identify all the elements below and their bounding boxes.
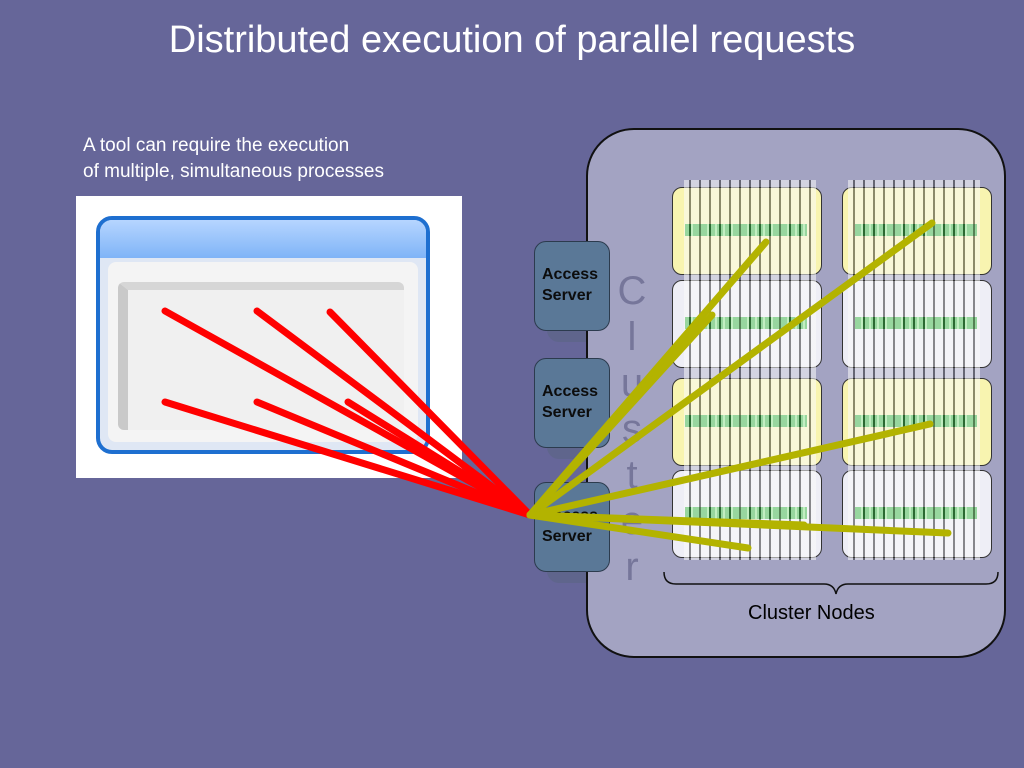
dispatch-line [526,511,752,552]
rack-blades-left [684,180,816,560]
access-server-label: Access [542,383,599,400]
rack-blades-right [848,180,980,560]
cluster-letter: C [617,269,647,313]
dispatch-line [526,511,808,529]
cluster-nodes-brace [663,571,999,595]
cluster-nodes-label: Cluster Nodes [748,602,875,624]
request-line [253,307,534,519]
tool-window-illustration [76,196,462,478]
request-line [161,398,534,519]
dispatch-line [526,311,716,519]
access-server-label: Server [542,287,592,304]
tool-caption: A tool can require the execution of mult… [83,133,463,185]
cluster-letter: l [627,315,637,359]
dispatch-line [526,219,936,519]
request-line [253,398,534,519]
slide-title: Distributed execution of parallel reques… [168,19,856,61]
access-server-label: Access [542,266,599,283]
caption-line-2: of multiple, simultaneous processes [83,161,384,182]
dispatch-line [526,420,934,519]
window-titlebar [100,220,426,258]
access-server-label: Server [542,528,592,545]
caption-line-1: A tool can require the execution [83,135,350,156]
cluster-letter: r [625,545,639,589]
access-server-label: Server [542,404,592,421]
request-line [344,398,534,519]
request-line [326,308,534,519]
cluster-letter: t [626,453,638,497]
window-frame [96,216,430,454]
